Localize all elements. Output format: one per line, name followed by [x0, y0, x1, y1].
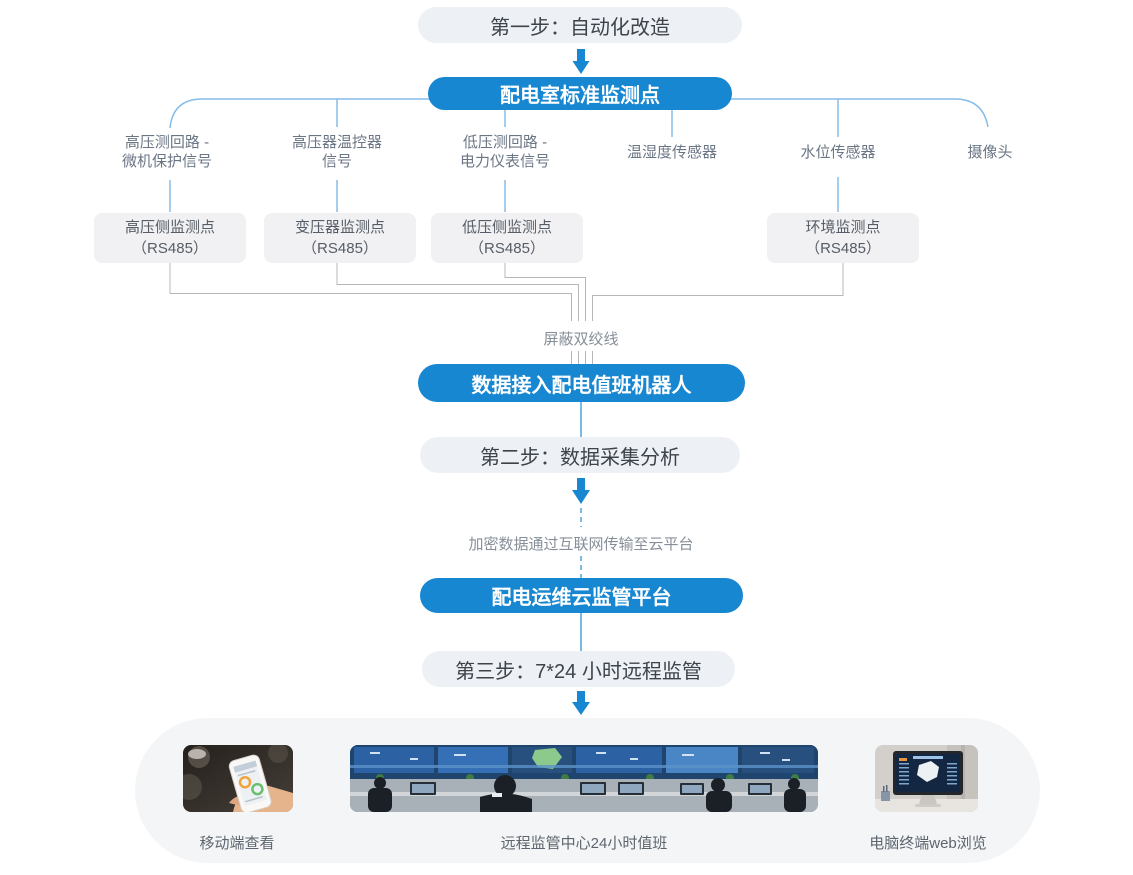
branch-label-water-level-sensor: 水位传感器	[800, 144, 876, 161]
step2-pill: 第二步：数据采集分析	[420, 437, 740, 473]
branch-label-lv-loop: 低压测回路 - 电力仪表信号	[459, 134, 551, 170]
step1-pill: 第一步：自动化改造	[418, 7, 742, 43]
desktop-terminal-photo	[875, 745, 978, 812]
mobile-terminal-caption: 移动端查看	[199, 835, 275, 852]
branch-label-camera: 摄像头	[967, 144, 1013, 161]
monitoring-center-panorama-photo	[350, 745, 818, 812]
desktop-terminal-caption: 电脑终端web浏览	[869, 835, 987, 852]
down-arrow-icon	[572, 691, 590, 715]
hand-holding-smartphone-photo	[183, 745, 293, 812]
monitor-box-lv: 低压侧监测点 （RS485）	[431, 213, 583, 263]
branch-label-humidity-sensor: 温湿度传感器	[626, 144, 718, 161]
monitor-box-environment: 环境监测点 （RS485）	[767, 213, 919, 263]
twisted-pair-label: 屏蔽双绞线	[543, 331, 619, 348]
monitoring-center-caption: 远程监管中心24小时值班	[500, 835, 668, 852]
down-arrow-icon	[572, 478, 590, 504]
monitor-box-hv: 高压侧监测点 （RS485）	[94, 213, 246, 263]
cloud-pill: 配电运维云监管平台	[420, 578, 743, 613]
mobile-terminal-photo	[183, 745, 293, 812]
down-arrow-icon	[572, 49, 590, 74]
flow-arrows	[572, 49, 590, 715]
step3-pill: 第三步：7*24 小时远程监管	[422, 651, 735, 687]
robot-pill: 数据接入配电值班机器人	[418, 364, 745, 402]
rs485-bus-lines	[169, 263, 844, 364]
hub-pill: 配电室标准监测点	[428, 77, 732, 110]
branch-label-transformer-thermostat: 高压器温控器 信号	[291, 134, 383, 170]
desktop-monitor-dashboard-photo	[875, 745, 978, 812]
monitor-box-transformer: 变压器监测点 （RS485）	[264, 213, 416, 263]
monitoring-center-photo	[350, 745, 818, 812]
cloud-transfer-note: 加密数据通过互联网传输至云平台	[468, 536, 694, 553]
branch-label-hv-loop: 高压测回路 - 微机保护信号	[121, 134, 213, 170]
